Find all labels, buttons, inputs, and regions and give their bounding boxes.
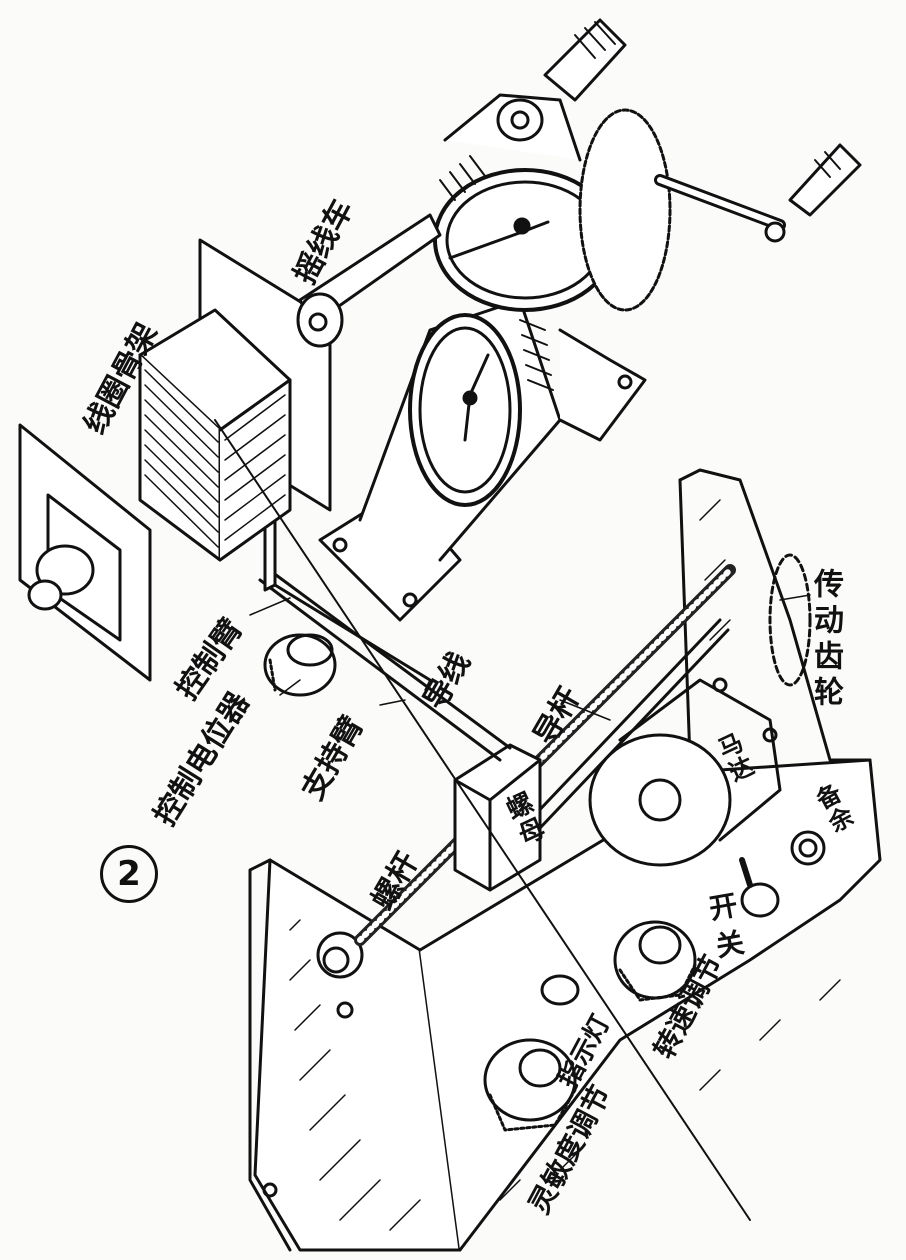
control-potentiometer: [263, 633, 337, 697]
support-arm: [258, 570, 512, 762]
figure-number: 2: [100, 845, 158, 903]
toggle-switch: [739, 857, 780, 918]
speed-knob: [613, 920, 697, 1002]
nut-block: [453, 743, 542, 892]
control-arm: [263, 513, 432, 682]
label-transmission-gear: 传动齿轮: [808, 568, 843, 712]
sensitivity-knob: [483, 1038, 577, 1132]
transmission-gear: [768, 553, 812, 687]
winder-machine: [296, 18, 862, 622]
indicator-lamp: [540, 974, 580, 1006]
leader-lines: [249, 594, 811, 721]
lead-wire: [214, 419, 751, 1221]
coil-frame: [18, 238, 332, 682]
spare-socket: [790, 830, 826, 866]
motor-body: [588, 677, 782, 867]
screw-rod: [354, 564, 736, 946]
